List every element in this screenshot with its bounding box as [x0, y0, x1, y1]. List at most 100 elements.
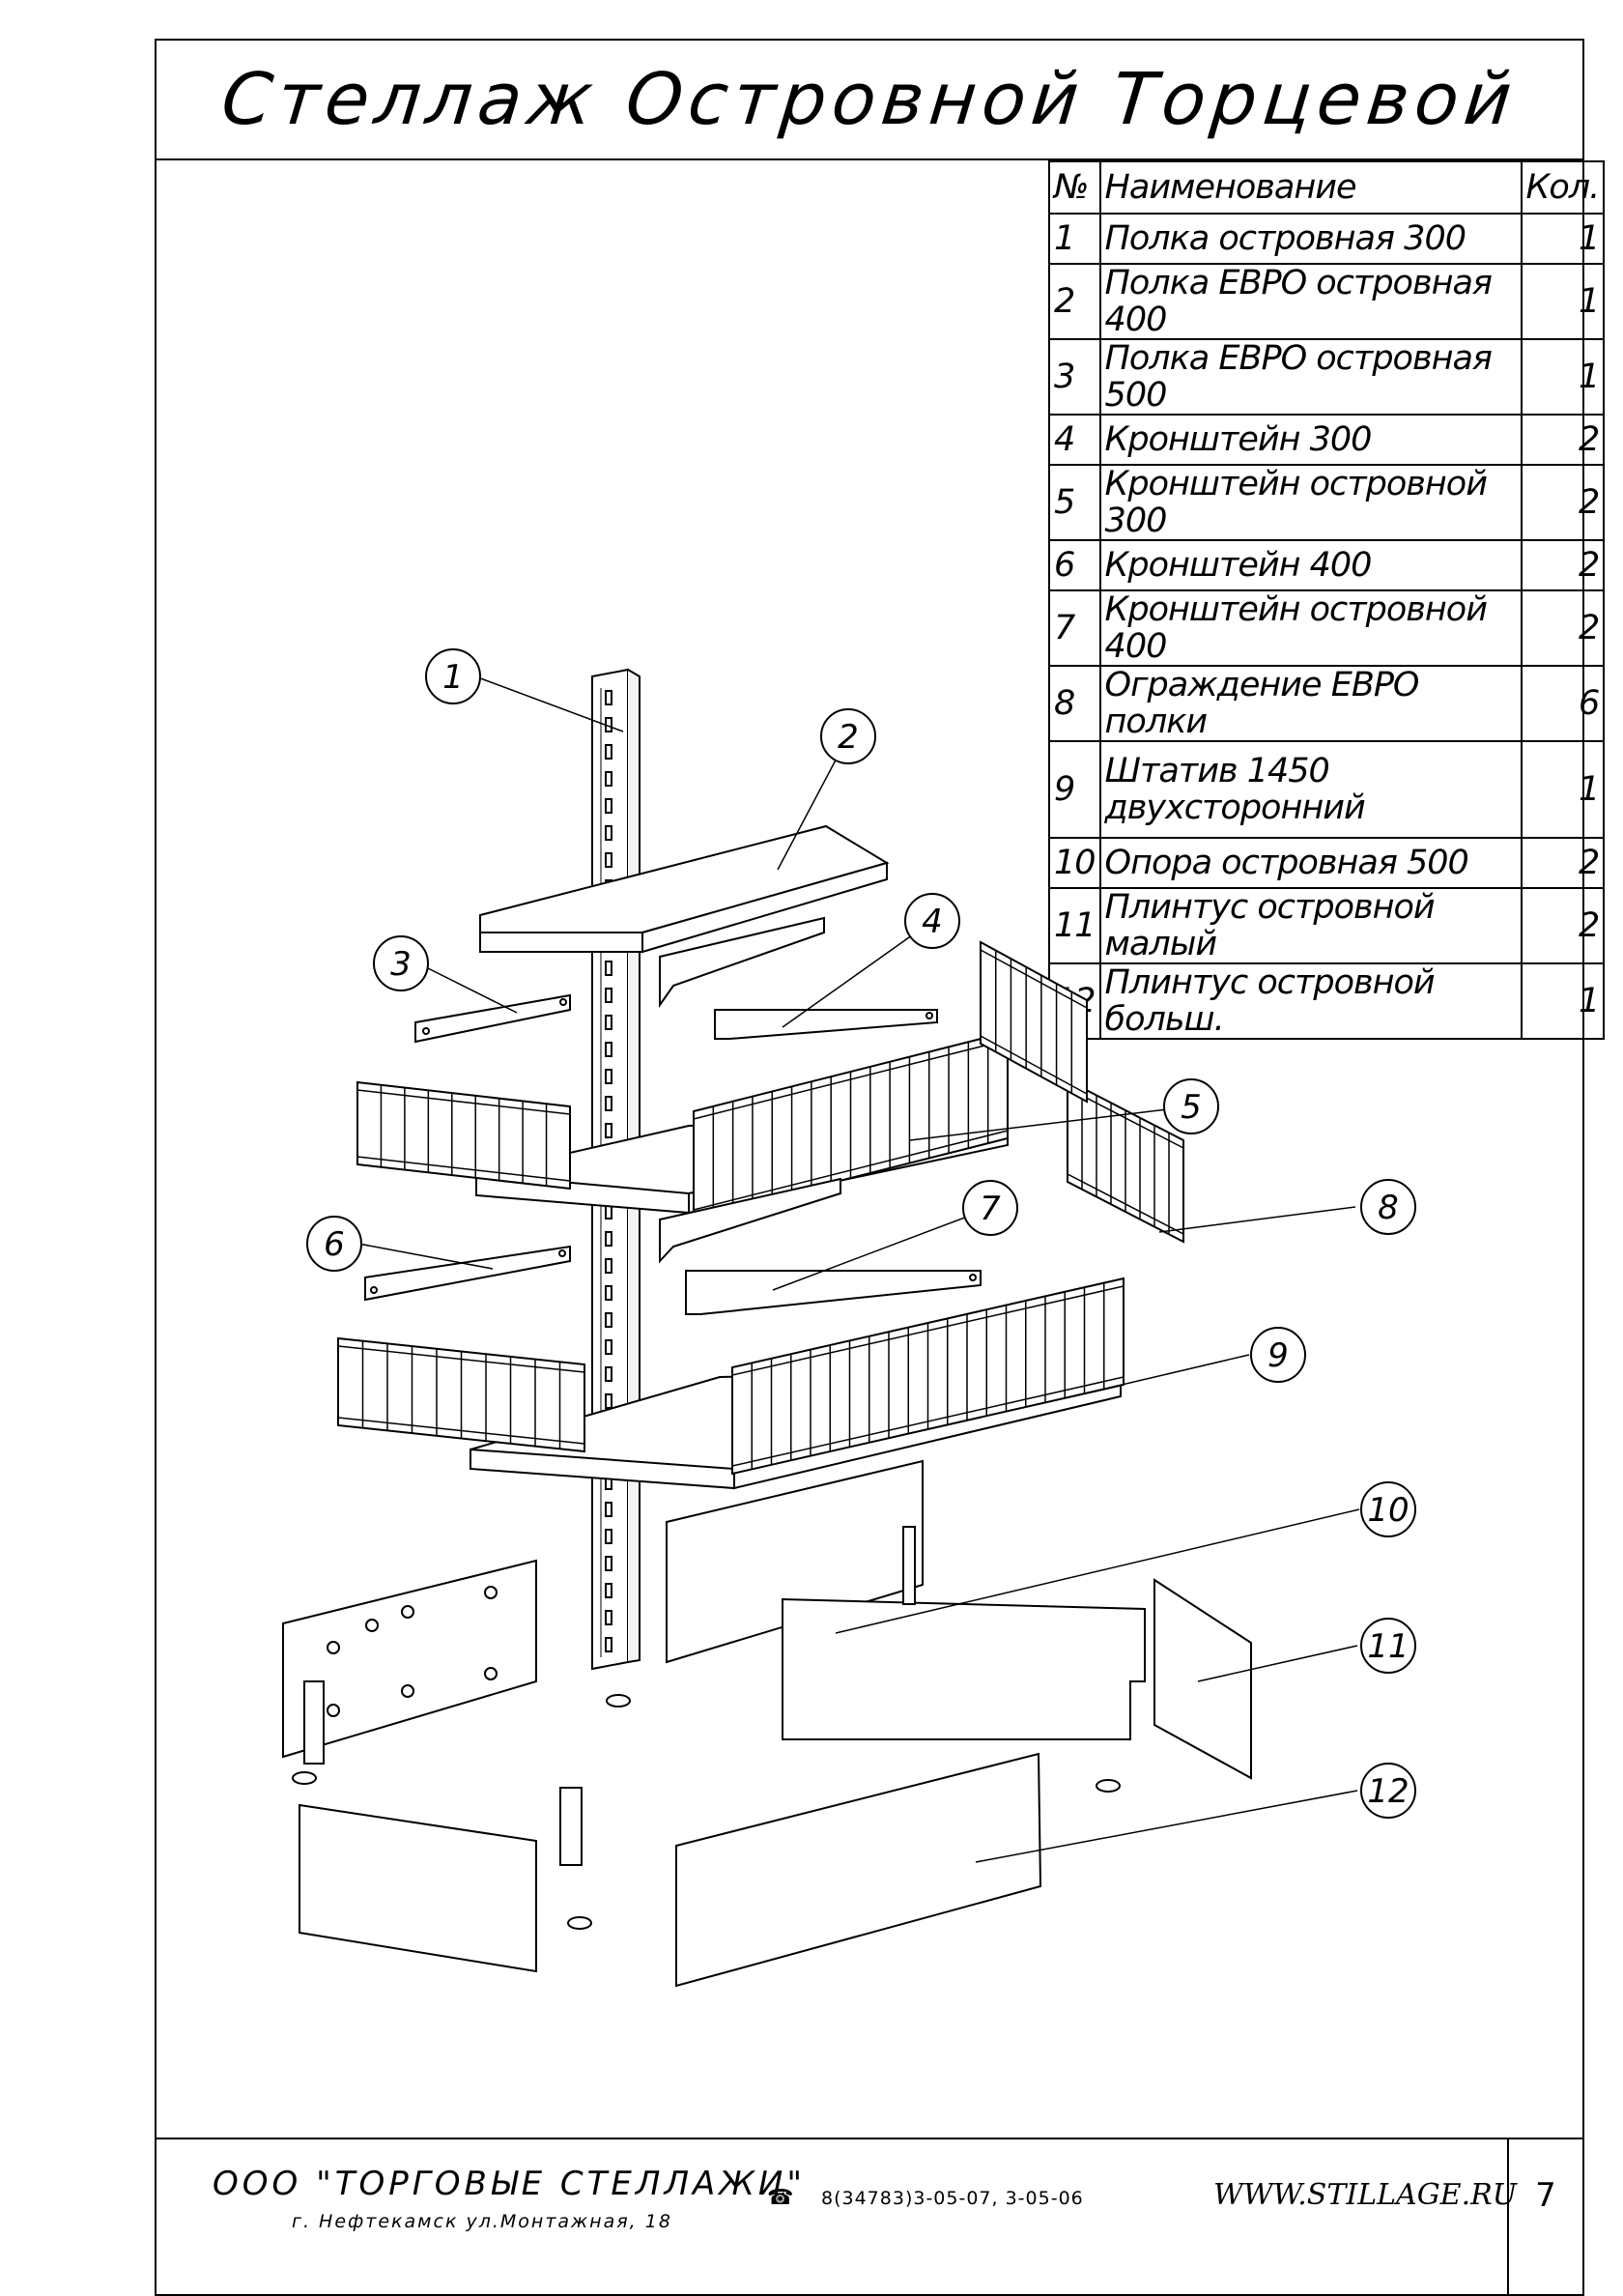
row-qty: 2	[1520, 837, 1606, 889]
row-qty: 6	[1520, 665, 1606, 742]
grid-upper-right	[693, 1030, 1009, 1220]
grid-lower-left	[337, 1336, 585, 1453]
bracket-7	[685, 1270, 982, 1315]
drawing-frame	[155, 39, 1584, 2296]
row-num: 9	[1048, 740, 1101, 839]
callout-label: 9	[1267, 1336, 1289, 1375]
row-qty: 1	[1520, 263, 1606, 340]
row-name: Плинтус островной больш.	[1098, 962, 1523, 1040]
callout-label: 8	[1378, 1189, 1399, 1227]
footer-divider	[155, 2138, 1584, 2139]
callout-8: 8	[1360, 1179, 1416, 1235]
title-band	[155, 39, 1584, 160]
shelf-1	[479, 824, 890, 954]
row-qty: 2	[1520, 414, 1606, 466]
row-name: Кронштейн 400	[1098, 539, 1523, 591]
callout-label: 11	[1367, 1627, 1409, 1666]
callout-3: 3	[373, 935, 429, 991]
table-header-row: № Наименование Кол.	[1048, 160, 1606, 215]
callout-9: 9	[1250, 1327, 1306, 1383]
plinth-left	[299, 1803, 537, 1973]
row-qty: 1	[1520, 740, 1606, 839]
callout-label: 4	[922, 903, 943, 941]
row-qty: 1	[1520, 338, 1606, 416]
page-number: 7	[1535, 2176, 1556, 2215]
company-name: ООО "ТОРГОВЫЕ СТЕЛЛАЖИ"	[213, 2165, 806, 2203]
callout-label: 7	[980, 1190, 1001, 1228]
row-num: 4	[1048, 414, 1101, 466]
leader-lines	[357, 675, 1360, 1863]
callout-1: 1	[425, 648, 481, 704]
callout-2: 2	[820, 708, 876, 764]
bracket-6	[364, 1245, 571, 1302]
row-num: 3	[1048, 338, 1101, 416]
row-name: Ограждение ЕВРО полки	[1098, 665, 1523, 742]
row-qty: 1	[1520, 962, 1606, 1040]
callout-12: 12	[1360, 1763, 1416, 1819]
table-row: 12Плинтус островной больш.1	[1048, 962, 1606, 1040]
row-qty: 2	[1520, 464, 1606, 541]
phone-icon: ☎	[767, 2186, 794, 2210]
base-10	[666, 1459, 1146, 1740]
callout-label: 1	[442, 658, 464, 697]
callout-label: 5	[1181, 1088, 1202, 1127]
row-num: 8	[1048, 665, 1101, 742]
row-num: 6	[1048, 539, 1101, 591]
header-name: Наименование	[1098, 160, 1523, 215]
row-name: Полка островная 300	[1098, 213, 1523, 265]
callout-6: 6	[306, 1216, 362, 1272]
row-name: Штатив 1450 двухсторонний	[1098, 740, 1523, 839]
callout-4: 4	[904, 893, 960, 949]
row-name: Опора островная 500	[1098, 837, 1523, 889]
row-num: 7	[1048, 589, 1101, 667]
row-num: 2	[1048, 263, 1101, 340]
callout-10: 10	[1360, 1481, 1416, 1537]
callout-label: 6	[324, 1225, 345, 1264]
callout-label: 12	[1367, 1772, 1409, 1811]
grid-upper-left	[356, 1080, 571, 1191]
header-num: №	[1048, 160, 1101, 215]
callout-label: 3	[390, 945, 412, 984]
row-num: 10	[1048, 837, 1101, 889]
row-qty: 1	[1520, 213, 1606, 265]
page-number-divider	[1507, 2138, 1509, 2296]
grid-lower-right	[731, 1277, 1125, 1476]
website-url: WWW.STILLAGE.RU	[1213, 2178, 1517, 2212]
callout-label: 2	[838, 718, 859, 757]
plinth-11	[1153, 1578, 1252, 1780]
row-name: Кронштейн островной 400	[1098, 589, 1523, 667]
company-address: г. Нефтекамск ул.Монтажная, 18	[292, 2211, 672, 2232]
bracket-4	[414, 993, 571, 1044]
bracket-5	[714, 1009, 938, 1040]
leg-foot	[559, 1694, 1121, 1930]
row-name: Плинтус островной малый	[1098, 887, 1523, 964]
row-qty: 2	[1520, 589, 1606, 667]
grid-side-upper	[980, 940, 1088, 1104]
row-name: Кронштейн островной 300	[1098, 464, 1523, 541]
callout-11: 11	[1360, 1618, 1416, 1674]
row-qty: 2	[1520, 887, 1606, 964]
row-name: Полка ЕВРО островная 500	[1098, 338, 1523, 416]
callout-5: 5	[1163, 1078, 1219, 1134]
callout-7: 7	[962, 1180, 1018, 1236]
phone-number: 8(34783)3-05-07, 3-05-06	[821, 2188, 1084, 2209]
row-num: 5	[1048, 464, 1101, 541]
row-name: Кронштейн 300	[1098, 414, 1523, 466]
row-qty: 2	[1520, 539, 1606, 591]
callout-label: 10	[1367, 1491, 1409, 1530]
row-name: Полка ЕВРО островная 400	[1098, 263, 1523, 340]
grid-8	[1067, 1078, 1184, 1244]
